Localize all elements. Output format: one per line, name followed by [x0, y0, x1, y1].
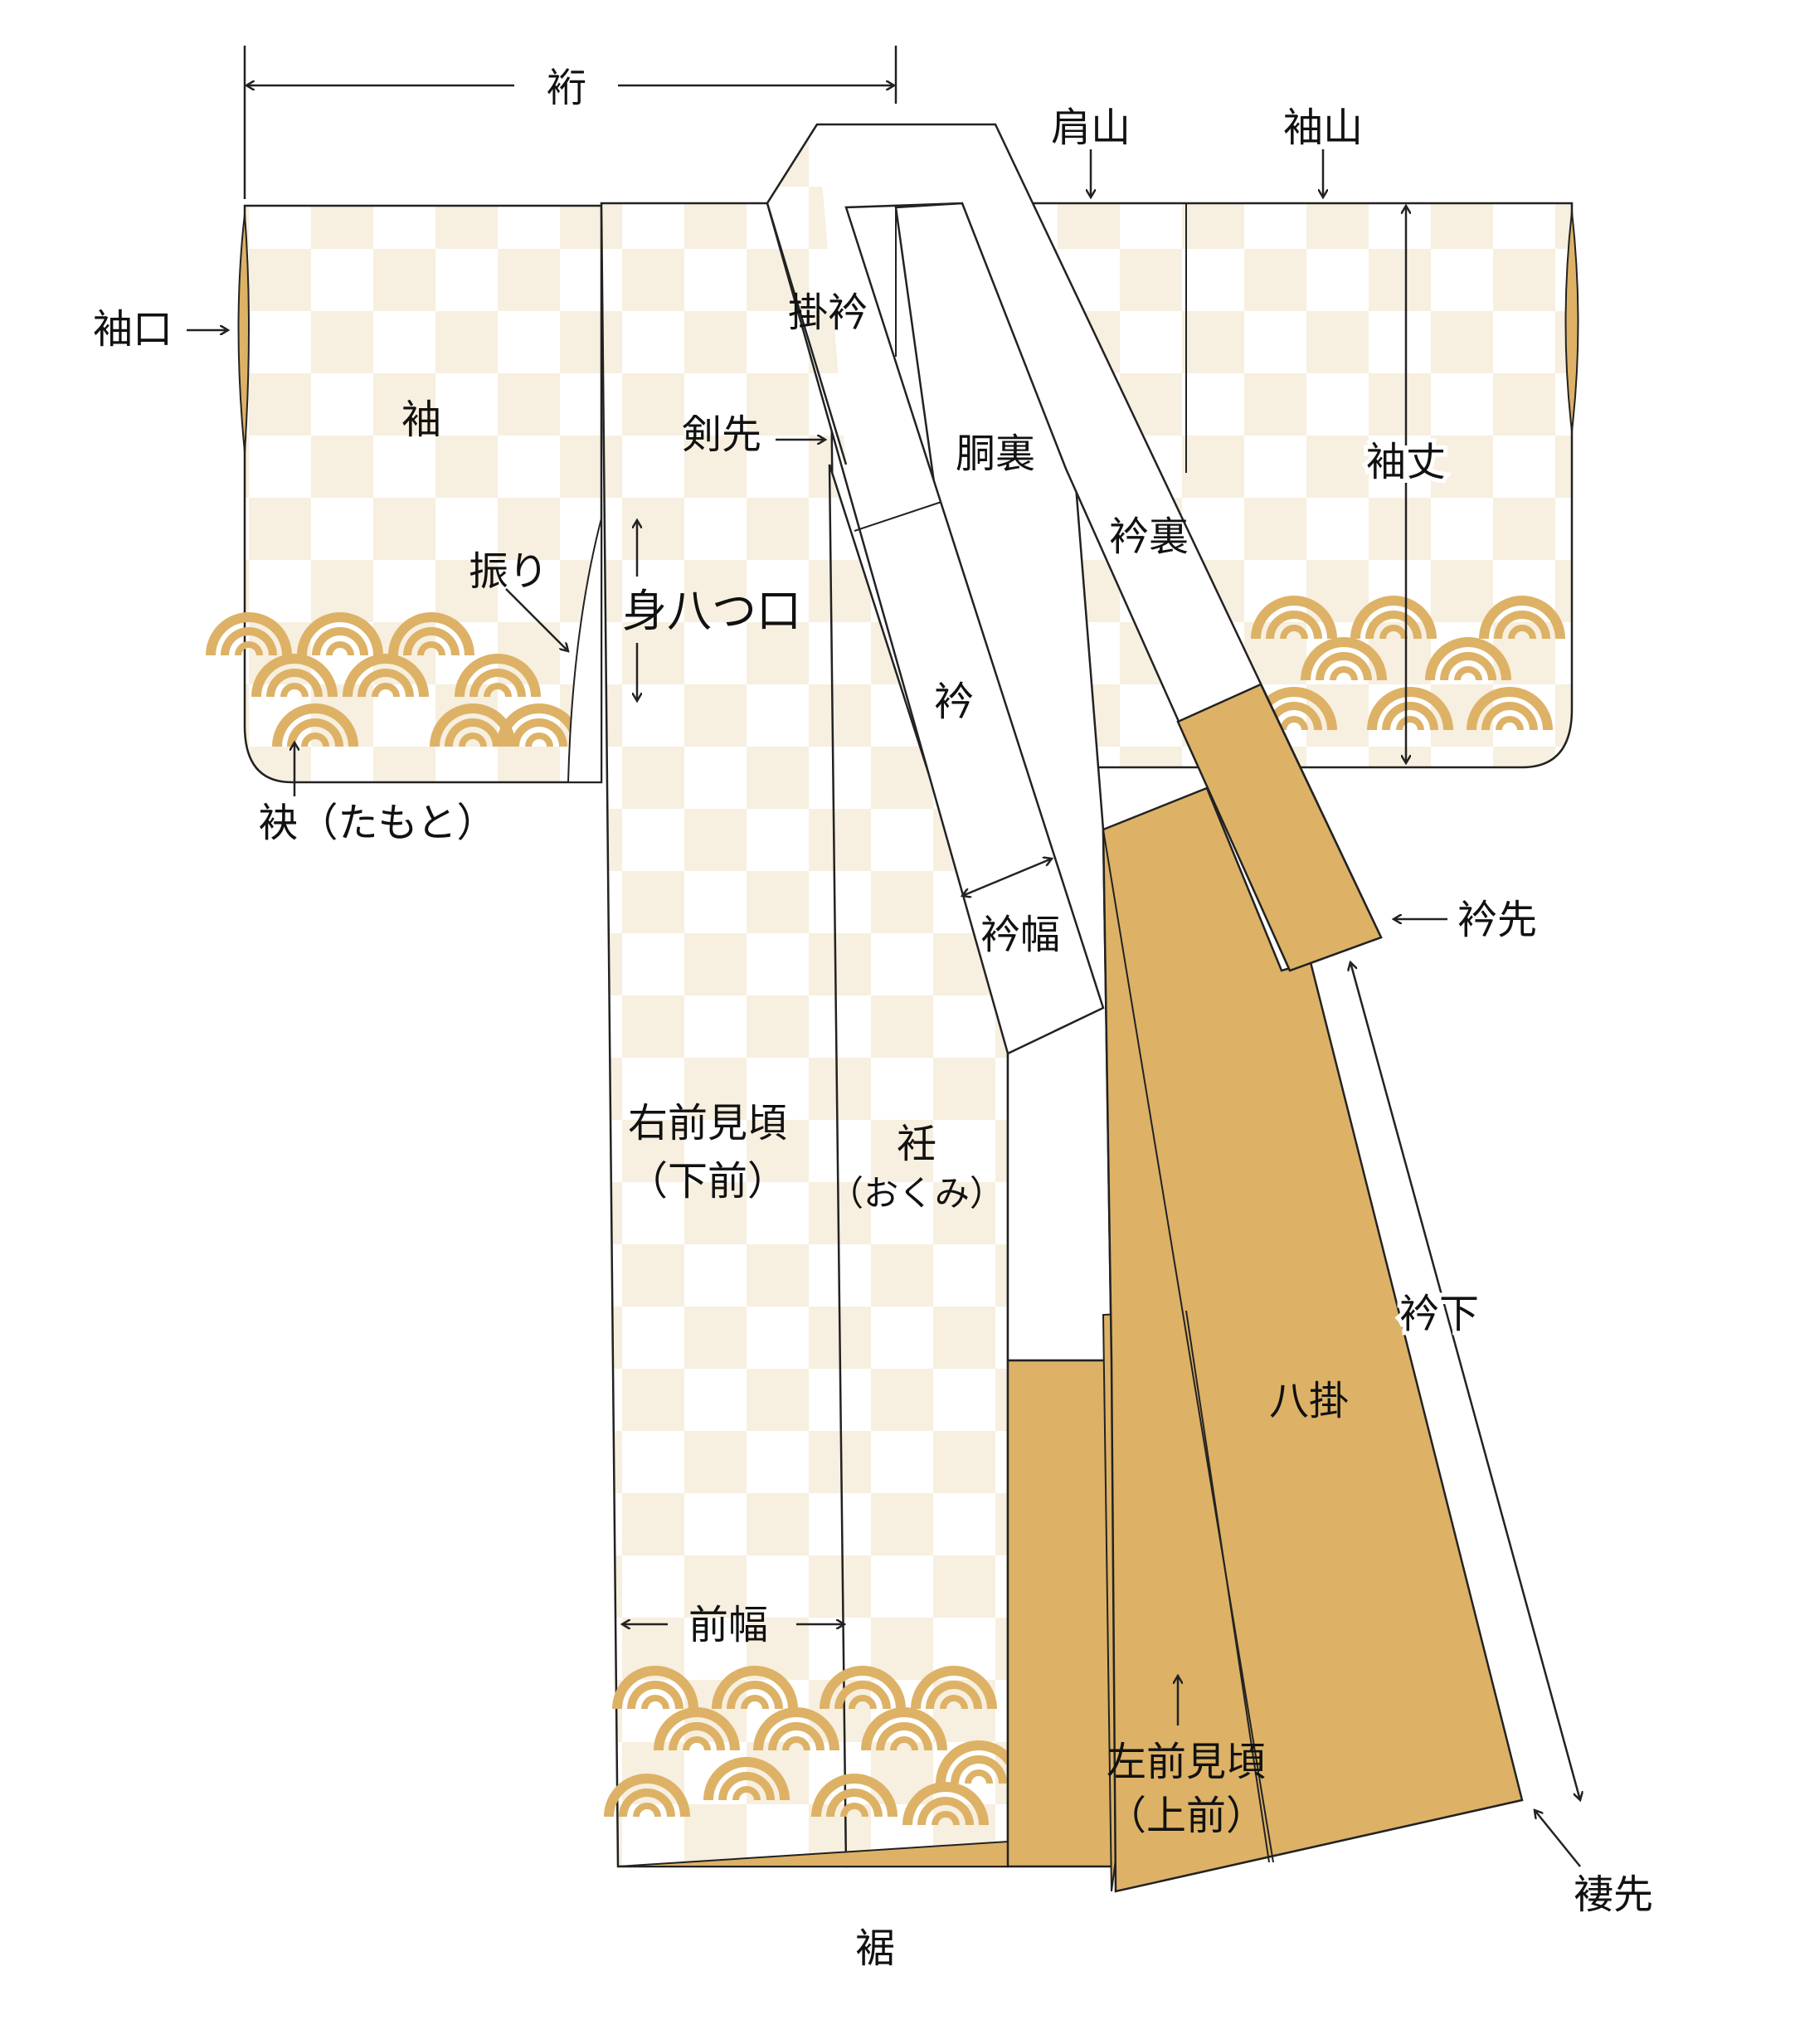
label-hakkake: 八掛	[1269, 1378, 1349, 1424]
label-eriura: 衿裏	[1109, 513, 1189, 560]
label-tsumasaki: 褄先	[1574, 1871, 1653, 1918]
label-douura: 胴裏	[956, 431, 1035, 477]
label-uwamae: （上前）	[1107, 1793, 1266, 1839]
label-erishita: 衿下	[1399, 1291, 1479, 1337]
label-sodetake: 袖丈	[1366, 439, 1446, 485]
label-sodeguchi: 袖口	[93, 306, 173, 353]
label-sodeyama: 袖山	[1283, 105, 1363, 151]
label-tamoto: 袂（たもと）	[258, 800, 496, 846]
label-miyatsukuchi: 身八つ口	[622, 585, 801, 637]
label-hidarimaemigoro: 左前見頃	[1107, 1739, 1266, 1785]
label-eri: 衿	[934, 679, 974, 725]
label-sode: 袖	[401, 397, 441, 443]
dimension-lines	[187, 46, 1580, 1867]
label-okumi: 衽	[897, 1121, 936, 1167]
labels: 裄 肩山 袖山 袖口 袖 掛衿 剣先 胴裏 衿裏 袖丈 振り 身八つ口 袂（たも…	[93, 65, 1653, 1972]
label-okumi-reading: （おくみ）	[829, 1173, 1005, 1214]
label-kensaki: 剣先	[682, 411, 761, 458]
left-sleeve	[206, 204, 603, 784]
label-eriharba: 衿幅	[980, 912, 1060, 958]
label-katayama: 肩山	[1051, 105, 1131, 151]
label-migimaemigoro: 右前見頃	[628, 1100, 787, 1146]
label-shitamae: （下前）	[628, 1158, 787, 1204]
label-suso: 裾	[855, 1925, 895, 1972]
label-maehaba: 前幅	[688, 1602, 768, 1648]
label-erisaki: 衿先	[1457, 897, 1537, 943]
label-kakeeri: 掛衿	[788, 290, 868, 336]
label-yuki: 裄	[547, 65, 586, 111]
label-furi: 振り	[469, 548, 548, 595]
